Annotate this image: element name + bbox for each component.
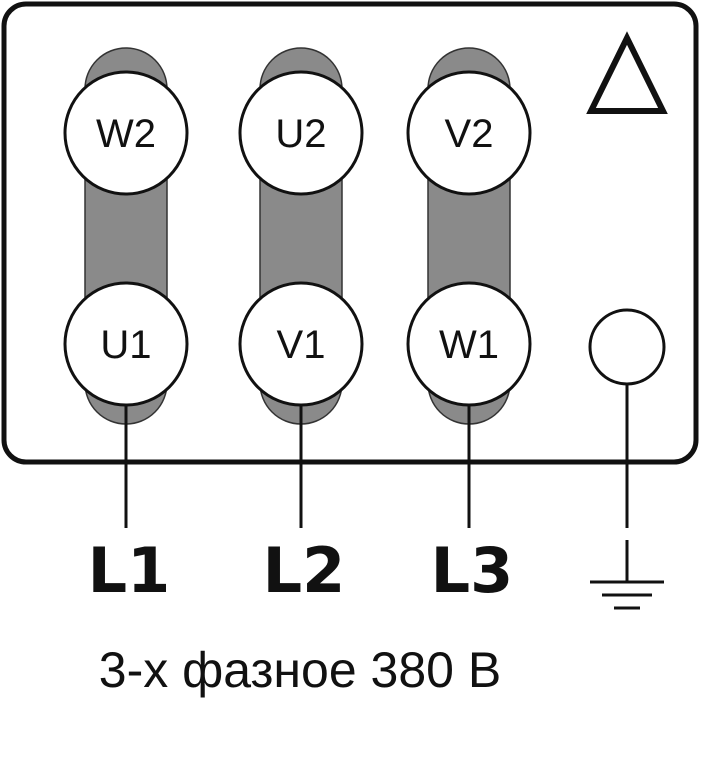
terminal-label-u2: U2 bbox=[275, 112, 326, 156]
ground-terminal bbox=[588, 308, 666, 386]
delta-triangle-icon bbox=[586, 31, 668, 114]
terminal-label-w2: W2 bbox=[96, 112, 156, 156]
line-label-l2: L2 bbox=[263, 534, 346, 607]
terminal-v1: V1 bbox=[238, 281, 364, 407]
terminal-w2: W2 bbox=[63, 70, 189, 196]
terminal-w1: W1 bbox=[406, 281, 532, 407]
terminal-v2: V2 bbox=[406, 70, 532, 196]
terminal-label-w1: W1 bbox=[439, 323, 499, 367]
line-label-l1: L1 bbox=[88, 534, 171, 607]
terminal-label-u1: U1 bbox=[100, 323, 151, 367]
terminal-label-v1: V1 bbox=[277, 323, 326, 367]
ground-icon bbox=[590, 540, 664, 610]
terminal-u1: U1 bbox=[63, 281, 189, 407]
caption: 3-х фазное 380 В bbox=[98, 642, 502, 698]
terminal-label-v2: V2 bbox=[445, 112, 494, 156]
line-label-l3: L3 bbox=[431, 534, 514, 607]
terminal-u2: U2 bbox=[238, 70, 364, 196]
